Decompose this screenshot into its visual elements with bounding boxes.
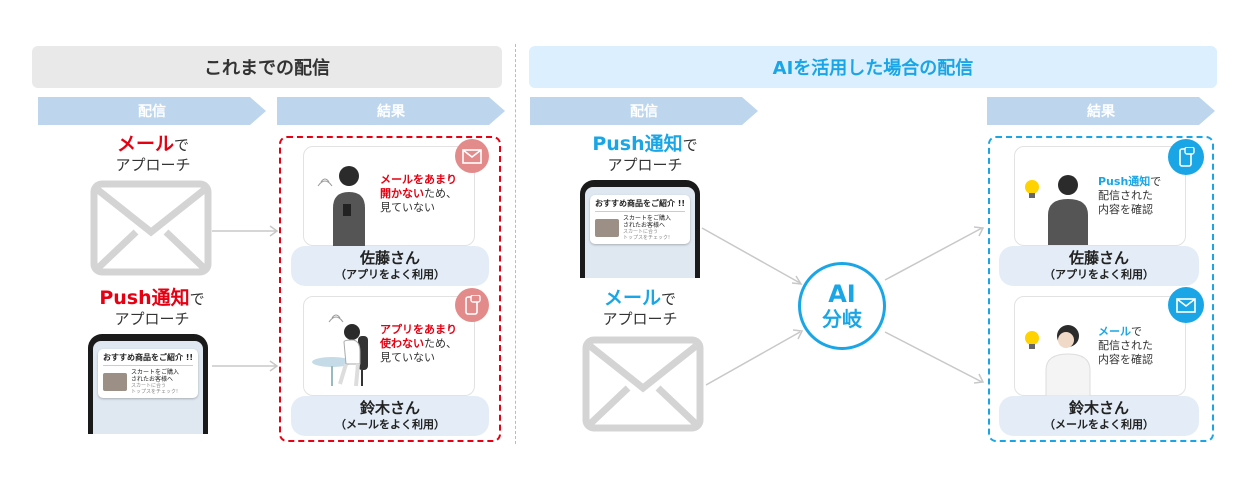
note-text: 見ていない xyxy=(380,351,435,364)
left-connector-arrows xyxy=(212,225,279,372)
note-text: で xyxy=(1131,325,1142,338)
envelope-icon xyxy=(90,180,212,276)
notification-line: スカートをご購入 xyxy=(131,369,180,376)
person-name: 鈴木さん xyxy=(359,399,420,417)
right-card-suzuki xyxy=(1014,296,1186,396)
person-usage: （アプリをよく利用） xyxy=(335,268,445,281)
person-usage: （メールをよく利用） xyxy=(1044,418,1154,431)
notification-line: トップスをチェック! xyxy=(131,389,179,395)
person-with-idea-icon xyxy=(1025,325,1091,396)
note-text: 内容を確認 xyxy=(1098,203,1153,216)
right-card1-note: Push通知で 配信された 内容を確認 xyxy=(1098,175,1188,217)
notification-line: トップスをチェック! xyxy=(623,235,671,241)
push-highlight: Push通知 xyxy=(592,133,683,155)
push-highlight: Push通知 xyxy=(99,287,190,309)
notification-line: スカートに合う xyxy=(623,229,659,235)
notification-card: おすすめ商品をご紹介 !! スカートをご購入 されたお客様へ スカートに合う ト… xyxy=(590,195,690,244)
note-highlight: Push通知 xyxy=(1098,175,1151,188)
notification-title: おすすめ商品をご紹介 !! xyxy=(103,352,193,366)
right-result-chevron: 結果 xyxy=(987,97,1215,125)
person-at-desk-icon xyxy=(312,314,368,387)
notification-line: スカートをご購入 xyxy=(623,215,672,222)
right-delivery-chevron: 配信 xyxy=(530,97,758,125)
left-delivery-chevron: 配信 xyxy=(38,97,266,125)
person-usage: （アプリをよく利用） xyxy=(1044,268,1154,281)
ai-branch-label: 分岐 xyxy=(822,307,862,331)
note-text: ため、 xyxy=(424,337,457,350)
smartphone-icon: おすすめ商品をご紹介 !! スカートをご購入 されたお客様へ スカートに合う ト… xyxy=(580,180,700,278)
note-highlight: メールをあまり xyxy=(380,173,457,186)
note-highlight: 開かない xyxy=(380,187,424,200)
left-mail-approach-label: メールで アプローチ xyxy=(78,134,228,175)
note-text: で xyxy=(1150,175,1162,188)
right-name-pill-suzuki: 鈴木さん （メールをよく利用） xyxy=(999,396,1199,436)
mail-badge-icon xyxy=(1168,287,1204,323)
ai-branch-node: AI 分岐 xyxy=(798,262,886,350)
right-card-sato xyxy=(1014,146,1186,246)
right-result-box xyxy=(988,136,1214,442)
mail-suffix: で xyxy=(174,136,190,154)
note-highlight: アプリをあまり xyxy=(380,323,457,336)
push-suffix: で xyxy=(682,136,698,154)
right-card2-note: メールで 配信された 内容を確認 xyxy=(1098,325,1188,367)
mail-highlight: メール xyxy=(116,133,174,155)
note-text: 内容を確認 xyxy=(1098,353,1153,366)
note-text: 見ていない xyxy=(380,201,435,214)
left-result-box xyxy=(279,136,501,442)
person-with-idea-icon xyxy=(1025,175,1088,245)
notification-line: スカートに合う xyxy=(131,383,167,389)
smartphone-icon: おすすめ商品をご紹介 !! スカートをご購入 されたお客様へ スカートに合う ト… xyxy=(88,334,208,434)
envelope-icon xyxy=(582,336,704,432)
person-name: 佐藤さん xyxy=(359,249,420,267)
note-text: ため、 xyxy=(424,187,457,200)
notification-card: おすすめ商品をご紹介 !! スカートをご購入 されたお客様へ スカートに合う ト… xyxy=(98,349,198,398)
notification-line: されたお客様へ xyxy=(623,222,666,229)
product-thumbnail xyxy=(595,219,619,237)
ai-branch-arrows xyxy=(701,226,985,386)
ai-label: AI xyxy=(828,280,856,308)
person-name: 佐藤さん xyxy=(1068,249,1129,267)
note-text: 配信された xyxy=(1098,339,1153,352)
person-usage: （メールをよく利用） xyxy=(335,418,445,431)
mail-highlight: メール xyxy=(603,287,661,309)
left-push-approach-label: Push通知で アプローチ xyxy=(72,288,232,329)
left-card-sato xyxy=(303,146,475,246)
push-approach-text: アプローチ xyxy=(607,156,683,174)
left-section-title: これまでの配信 xyxy=(32,46,502,88)
right-section-title: AIを活用した場合の配信 xyxy=(529,46,1217,88)
left-name-pill-suzuki: 鈴木さん （メールをよく利用） xyxy=(291,396,489,436)
push-approach-text: アプローチ xyxy=(114,310,190,328)
left-card2-note: アプリをあまり 使わないため、 見ていない xyxy=(380,323,480,365)
left-result-chevron: 結果 xyxy=(277,97,505,125)
right-push-approach-label: Push通知で アプローチ xyxy=(565,134,725,175)
mail-approach-text: アプローチ xyxy=(115,156,191,174)
section-divider xyxy=(515,44,516,444)
notification-title: おすすめ商品をご紹介 !! xyxy=(595,198,685,212)
left-card1-note: メールをあまり 開かないため、 見ていない xyxy=(380,173,480,215)
person-reading-phone-icon xyxy=(317,166,365,246)
mail-badge-icon xyxy=(455,139,489,173)
note-highlight: 使わない xyxy=(380,337,424,350)
note-highlight: メール xyxy=(1098,325,1131,338)
push-suffix: で xyxy=(189,290,205,308)
product-thumbnail xyxy=(103,373,127,391)
right-name-pill-sato: 佐藤さん （アプリをよく利用） xyxy=(999,246,1199,286)
mail-approach-text: アプローチ xyxy=(602,310,678,328)
person-name: 鈴木さん xyxy=(1068,399,1129,417)
mail-suffix: で xyxy=(661,290,677,308)
note-text: 配信された xyxy=(1098,189,1153,202)
right-mail-approach-label: メールで アプローチ xyxy=(565,288,715,329)
push-notification-badge-icon xyxy=(1168,139,1204,175)
notification-line: されたお客様へ xyxy=(131,376,174,383)
left-name-pill-sato: 佐藤さん （アプリをよく利用） xyxy=(291,246,489,286)
push-notification-badge-icon xyxy=(455,288,489,322)
